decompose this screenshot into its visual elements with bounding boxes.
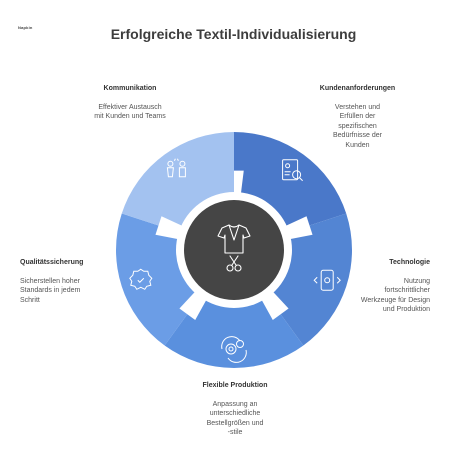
page-title: Erfolgreiche Textil-Individualisierung [110, 26, 357, 42]
segment-separator [285, 216, 313, 240]
heading-kundenanforderungen: Kundenanforderungen [319, 85, 396, 92]
text-block-qualitaetssicherung: Qualitätssicherung Sicherstellen hoher S… [20, 258, 110, 305]
description-technologie: Nutzung fortschrittlicher Werkzeuge für … [360, 277, 430, 314]
smartphone-icon [313, 269, 341, 291]
segment-separator [155, 216, 183, 240]
text-block-kundenanforderungen: Kundenanforderungen Verstehen und Erfüll… [300, 84, 415, 150]
description-flexible-produktion: Anpassung an unterschiedliche Bestellgrö… [206, 400, 264, 437]
customer-profile-icon [282, 159, 303, 182]
description-kommunikation: Effektiver Austausch mit Kunden und Team… [94, 103, 166, 121]
segment-tech [268, 213, 353, 346]
gears-icon [221, 336, 247, 363]
brand-logo: Napkin [18, 25, 33, 30]
heading-flexible-produktion: Flexible Produktion [202, 382, 268, 389]
heading-kommunikation: Kommunikation [103, 85, 157, 92]
segment-flex [164, 296, 304, 368]
people-icon [166, 158, 186, 178]
heading-qualitaetssicherung: Qualitätssicherung [20, 259, 84, 266]
center-circle [184, 200, 284, 300]
description-qualitaetssicherung: Sicherstellen hoher Standards in jedem S… [20, 277, 81, 304]
segment-kunden [234, 132, 347, 233]
text-block-flexible-produktion: Flexible Produktion Anpassung an untersc… [165, 381, 305, 438]
segment-qual [115, 213, 200, 346]
segment-separator [261, 291, 289, 320]
segment-separator [179, 291, 207, 320]
text-block-kommunikation: Kommunikation Effektiver Austausch mit K… [60, 84, 200, 122]
text-block-technologie: Technologie Nutzung fortschrittlicher We… [355, 258, 430, 315]
heading-technologie: Technologie [389, 259, 430, 266]
description-kundenanforderungen: Verstehen und Erfüllen der spezifischen … [332, 103, 383, 149]
award-badge-icon [129, 268, 153, 290]
segment-komm [121, 132, 234, 233]
tshirt-scissors-icon [217, 224, 251, 272]
